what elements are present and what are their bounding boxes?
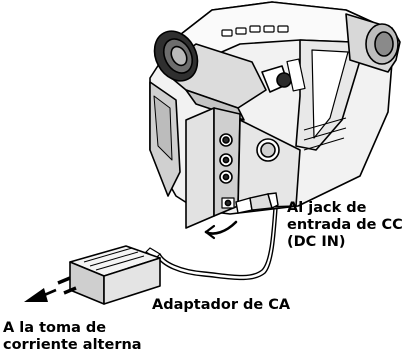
adapter-cable xyxy=(145,207,278,281)
arrow-left-icon xyxy=(24,288,57,302)
ac-adapter-label: Adaptador de CA xyxy=(152,297,291,313)
dc-in-line-2: entrada de CC xyxy=(287,217,403,233)
dc-in-line-1: Al jack de xyxy=(287,200,367,216)
ac-outlet-label: A la toma de corriente alterna xyxy=(3,320,142,354)
dc-plug-icon xyxy=(235,192,279,214)
ac-outlet-line-2: corriente alterna xyxy=(3,337,142,353)
ac-outlet-line-1: A la toma de xyxy=(3,320,107,336)
dc-in-jack-label: Al jack de entrada de CC (DC IN) xyxy=(287,200,403,251)
camcorder-illustration xyxy=(149,1,401,229)
dc-in-line-3: (DC IN) xyxy=(287,234,346,250)
ac-adapter-illustration xyxy=(57,245,161,305)
curved-arrow-icon xyxy=(204,220,238,240)
